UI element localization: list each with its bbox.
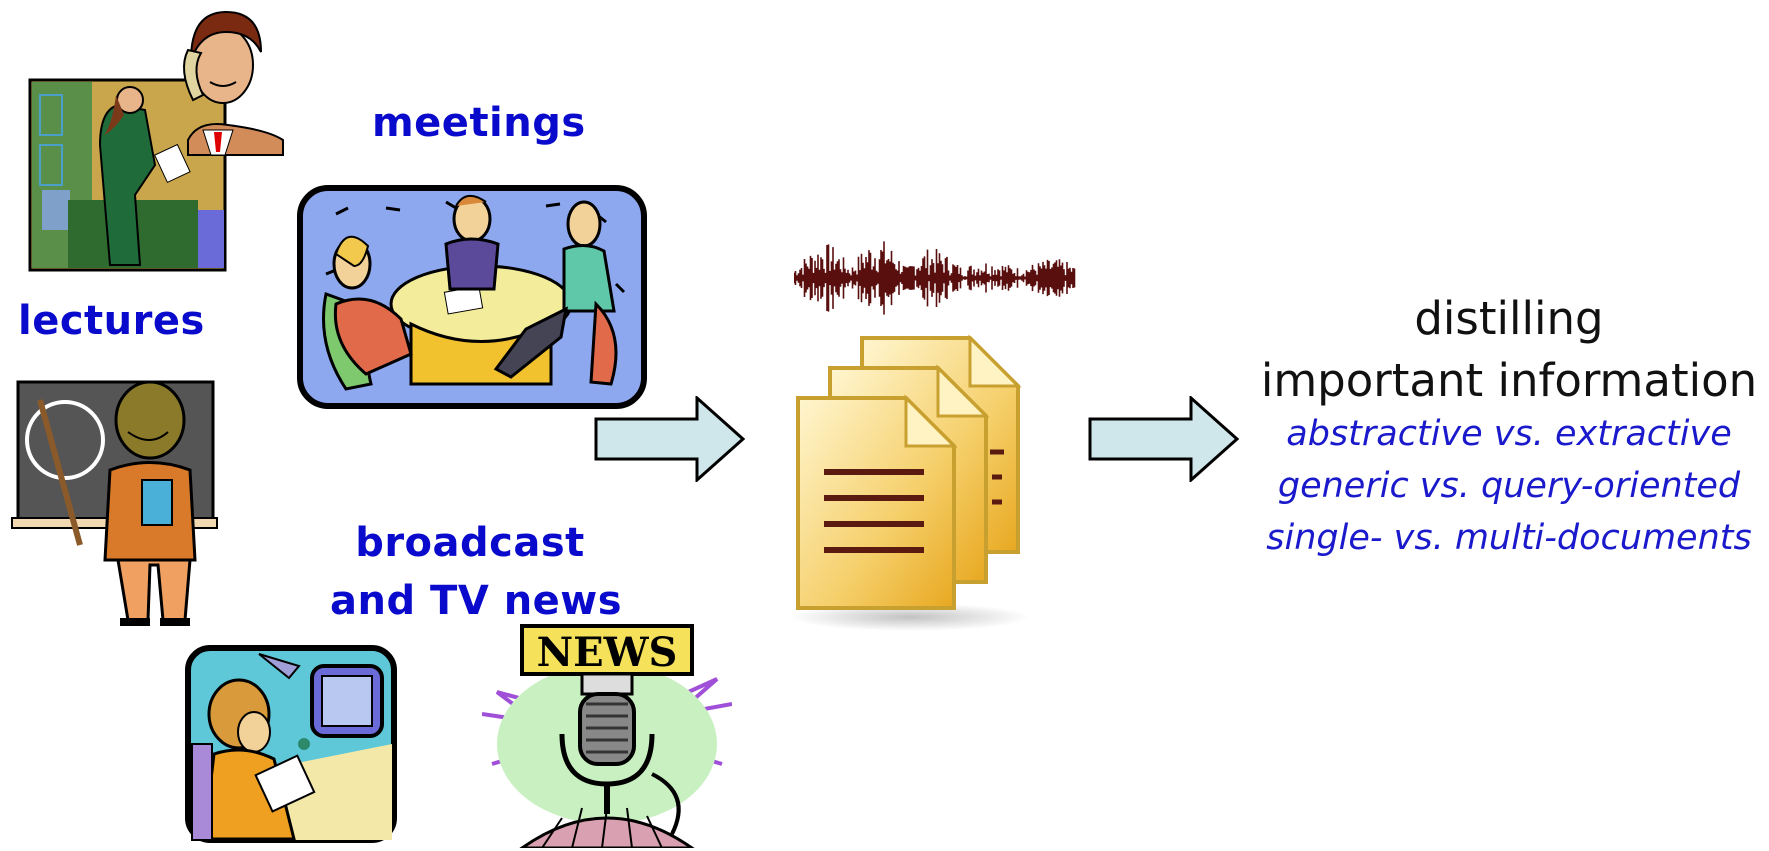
tv-news-clipart-icon: [184, 644, 398, 844]
meeting-clipart-icon: [296, 184, 648, 410]
output-title-line2: important information: [1260, 354, 1758, 407]
option-generic-query: generic vs. query-oriented: [1277, 466, 1741, 506]
lecture-clipart-icon: [10, 380, 220, 630]
documents-stack-icon: [790, 332, 1062, 632]
arrow-right-icon: [594, 396, 746, 482]
option-abstractive-extractive: abstractive vs. extractive: [1286, 414, 1732, 454]
meetings-label: meetings: [372, 100, 586, 146]
broadcast-label: broadcast and TV news: [330, 514, 623, 630]
news-microphone-icon: NEWS: [482, 624, 732, 848]
output-title: distilling important information: [1254, 288, 1764, 412]
lectures-label: lectures: [18, 298, 205, 344]
waveform-icon: [794, 236, 1076, 320]
output-description: distilling important information abstrac…: [1254, 288, 1764, 564]
arrow-right-icon: [1088, 396, 1240, 482]
news-sign-text: NEWS: [537, 629, 678, 676]
output-title-line1: distilling: [1414, 292, 1604, 345]
output-options: abstractive vs. extractive generic vs. q…: [1254, 408, 1764, 564]
broadcast-label-line1: broadcast: [355, 520, 585, 566]
phone-call-clipart-icon: [28, 10, 290, 272]
option-single-multi: single- vs. multi-documents: [1266, 518, 1752, 558]
broadcast-label-line2: and TV news: [330, 578, 623, 624]
